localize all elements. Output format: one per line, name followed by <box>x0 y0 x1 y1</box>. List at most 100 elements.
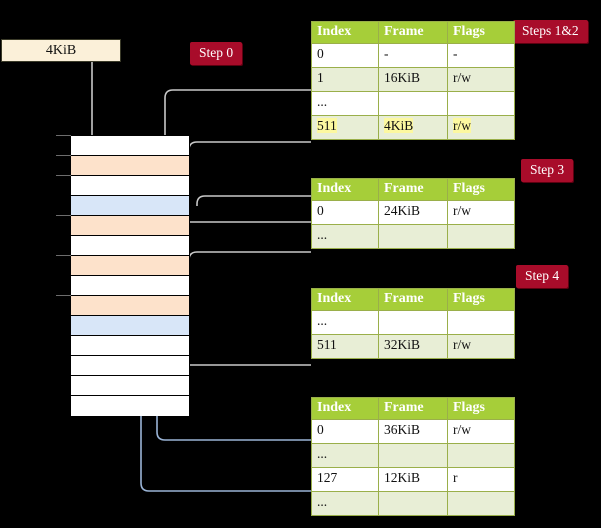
table-cell <box>378 91 448 116</box>
table-cell <box>378 310 448 335</box>
column-header-frame: Frame <box>378 178 448 201</box>
label-step-3-text: Step 3 <box>530 162 565 177</box>
column-header-flags: Flags <box>447 178 515 201</box>
column-header-index: Index <box>311 288 379 311</box>
wire-table3-row0-to-memory <box>156 340 311 441</box>
highlighted-value: 511 <box>317 118 337 133</box>
table-cell <box>378 224 448 249</box>
highlighted-value: 4KiB <box>384 118 414 133</box>
wire-memory-to-table1-in <box>188 141 311 152</box>
memory-cell-4 <box>71 216 189 236</box>
wire-table2-to-memory <box>180 318 311 366</box>
memory-cell-13 <box>71 396 189 416</box>
memory-tick-2 <box>56 175 71 176</box>
table-cell: 4KiB <box>378 115 448 140</box>
table-row: ... <box>311 224 515 249</box>
memory-cell-0 <box>71 136 189 156</box>
column-header-flags: Flags <box>447 288 515 311</box>
column-header-frame: Frame <box>378 288 448 311</box>
source-frame-box: 4KiB <box>1 39 121 62</box>
table-cell <box>447 443 515 468</box>
table-cell: ... <box>311 491 379 516</box>
table-cell <box>447 91 515 116</box>
table-cell: ... <box>311 91 379 116</box>
memory-cell-12 <box>71 376 189 396</box>
table-cell: r/w <box>447 419 515 444</box>
source-frame-label: 4KiB <box>45 43 77 58</box>
table-row: ... <box>311 310 515 335</box>
table-cell <box>378 491 448 516</box>
table-cell: 0 <box>311 200 379 225</box>
table-cell: 16KiB <box>378 67 448 92</box>
table-cell: - <box>447 43 515 68</box>
table-cell: ... <box>311 310 379 335</box>
memory-cell-9 <box>71 316 189 336</box>
table-cell: 32KiB <box>378 334 448 359</box>
memory-tick-0 <box>56 135 71 136</box>
table-row: ... <box>311 491 515 516</box>
table-cell: 12KiB <box>378 467 448 492</box>
table-cell: 24KiB <box>378 200 448 225</box>
table-cell: ... <box>311 224 379 249</box>
wire-table3-row127-to-memory <box>140 225 311 492</box>
table-cell <box>447 224 515 249</box>
memory-cell-7 <box>71 276 189 296</box>
table-cell: 127 <box>311 467 379 492</box>
table-cell: ... <box>311 443 379 468</box>
label-steps-1-2-text: Steps 1&2 <box>522 23 579 38</box>
label-step-3: Step 3 <box>521 159 574 182</box>
memory-cell-5 <box>71 236 189 256</box>
memory-cell-1 <box>71 156 189 176</box>
table-cell: 1 <box>311 67 379 92</box>
column-header-index: Index <box>311 397 379 420</box>
memory-cell-10 <box>71 336 189 356</box>
column-header-flags: Flags <box>447 21 515 44</box>
wire-table1-to-memory <box>172 221 311 244</box>
wire-memory-to-table2-in <box>188 251 311 262</box>
table-cell <box>378 443 448 468</box>
table-cell: 36KiB <box>378 419 448 444</box>
table-cell: 511 <box>311 334 379 359</box>
memory-cell-11 <box>71 356 189 376</box>
table-cell: 511 <box>311 115 379 140</box>
table-cell: r/w <box>447 115 515 140</box>
label-step-4: Step 4 <box>516 265 569 288</box>
table-cell: r <box>447 467 515 492</box>
label-step-0: Step 0 <box>190 42 243 65</box>
wire-table0-to-memory <box>164 89 311 240</box>
table-cell <box>447 310 515 335</box>
table-row: ... <box>311 443 515 468</box>
label-steps-1-2: Steps 1&2 <box>513 20 588 43</box>
physical-memory-column <box>70 135 190 416</box>
table-cell: - <box>378 43 448 68</box>
label-step-4-text: Step 4 <box>525 268 560 283</box>
table-row: 0-- <box>311 43 515 68</box>
table-row: 511 4KiB r/w <box>311 115 515 140</box>
column-header-frame: Frame <box>378 397 448 420</box>
table-cell: 0 <box>311 43 379 68</box>
table-cell: r/w <box>447 200 515 225</box>
memory-cell-8 <box>71 296 189 316</box>
memory-cell-3 <box>71 196 189 216</box>
column-header-index: Index <box>311 21 379 44</box>
memory-tick-5 <box>56 295 71 296</box>
table-row: ... <box>311 91 515 116</box>
memory-cell-6 <box>71 256 189 276</box>
memory-tick-3 <box>56 215 71 216</box>
column-header-flags: Flags <box>447 397 515 420</box>
column-header-frame: Frame <box>378 21 448 44</box>
